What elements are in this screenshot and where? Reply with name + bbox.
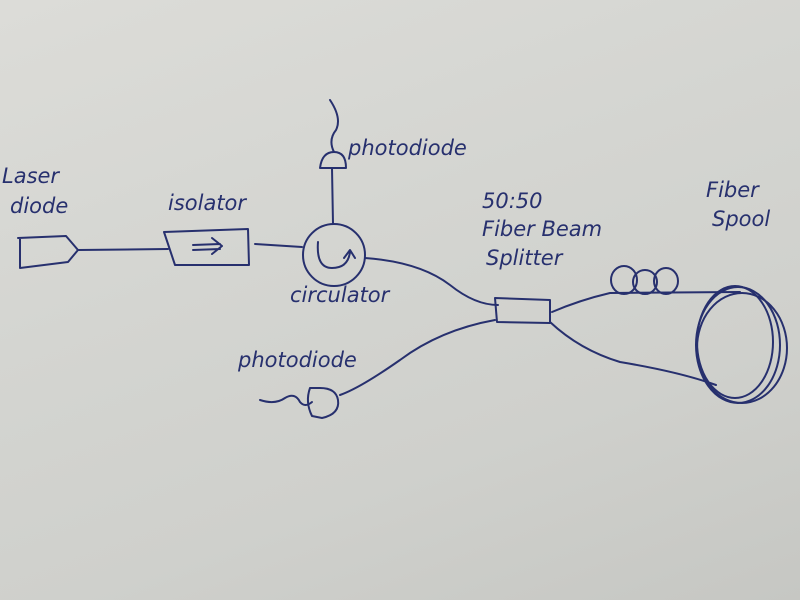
label-splitter-3: Splitter: [486, 246, 564, 270]
circular-arrow-icon: [316, 241, 356, 269]
label-splitter-2: Fiber Beam: [482, 217, 602, 241]
label-photodiode-bottom: photodiode: [237, 348, 357, 372]
label-spool-1: Fiber: [706, 178, 760, 202]
label-photodiode-top: photodiode: [347, 136, 467, 160]
arrow-right-icon: [192, 237, 223, 255]
fiber-splitter-to-photodiode: [339, 319, 496, 396]
isolator: [163, 228, 250, 266]
fiber-splitter-to-spool-bottom: [549, 321, 717, 386]
fiber-spool: [695, 285, 788, 404]
label-circulator: circulator: [290, 283, 391, 307]
fiber-circulator-to-splitter: [364, 257, 499, 306]
laser-diode: [17, 235, 79, 269]
label-laser-diode-1: Laser: [2, 164, 60, 188]
fiber-loops: [610, 265, 679, 295]
label-splitter-1: 50:50: [482, 189, 543, 213]
fiber-isolator-to-circulator: [254, 243, 303, 248]
beam-splitter: [494, 297, 551, 324]
label-isolator: isolator: [168, 191, 247, 215]
fiber-splitter-to-spool-top: [551, 291, 741, 313]
photodiode-bottom: [259, 387, 340, 419]
circulator: [302, 223, 366, 287]
label-laser-diode-2: diode: [10, 194, 68, 218]
fiber-laser-to-isolator: [77, 248, 169, 251]
label-spool-2: Spool: [712, 207, 770, 231]
photodiode-top: [319, 99, 347, 225]
